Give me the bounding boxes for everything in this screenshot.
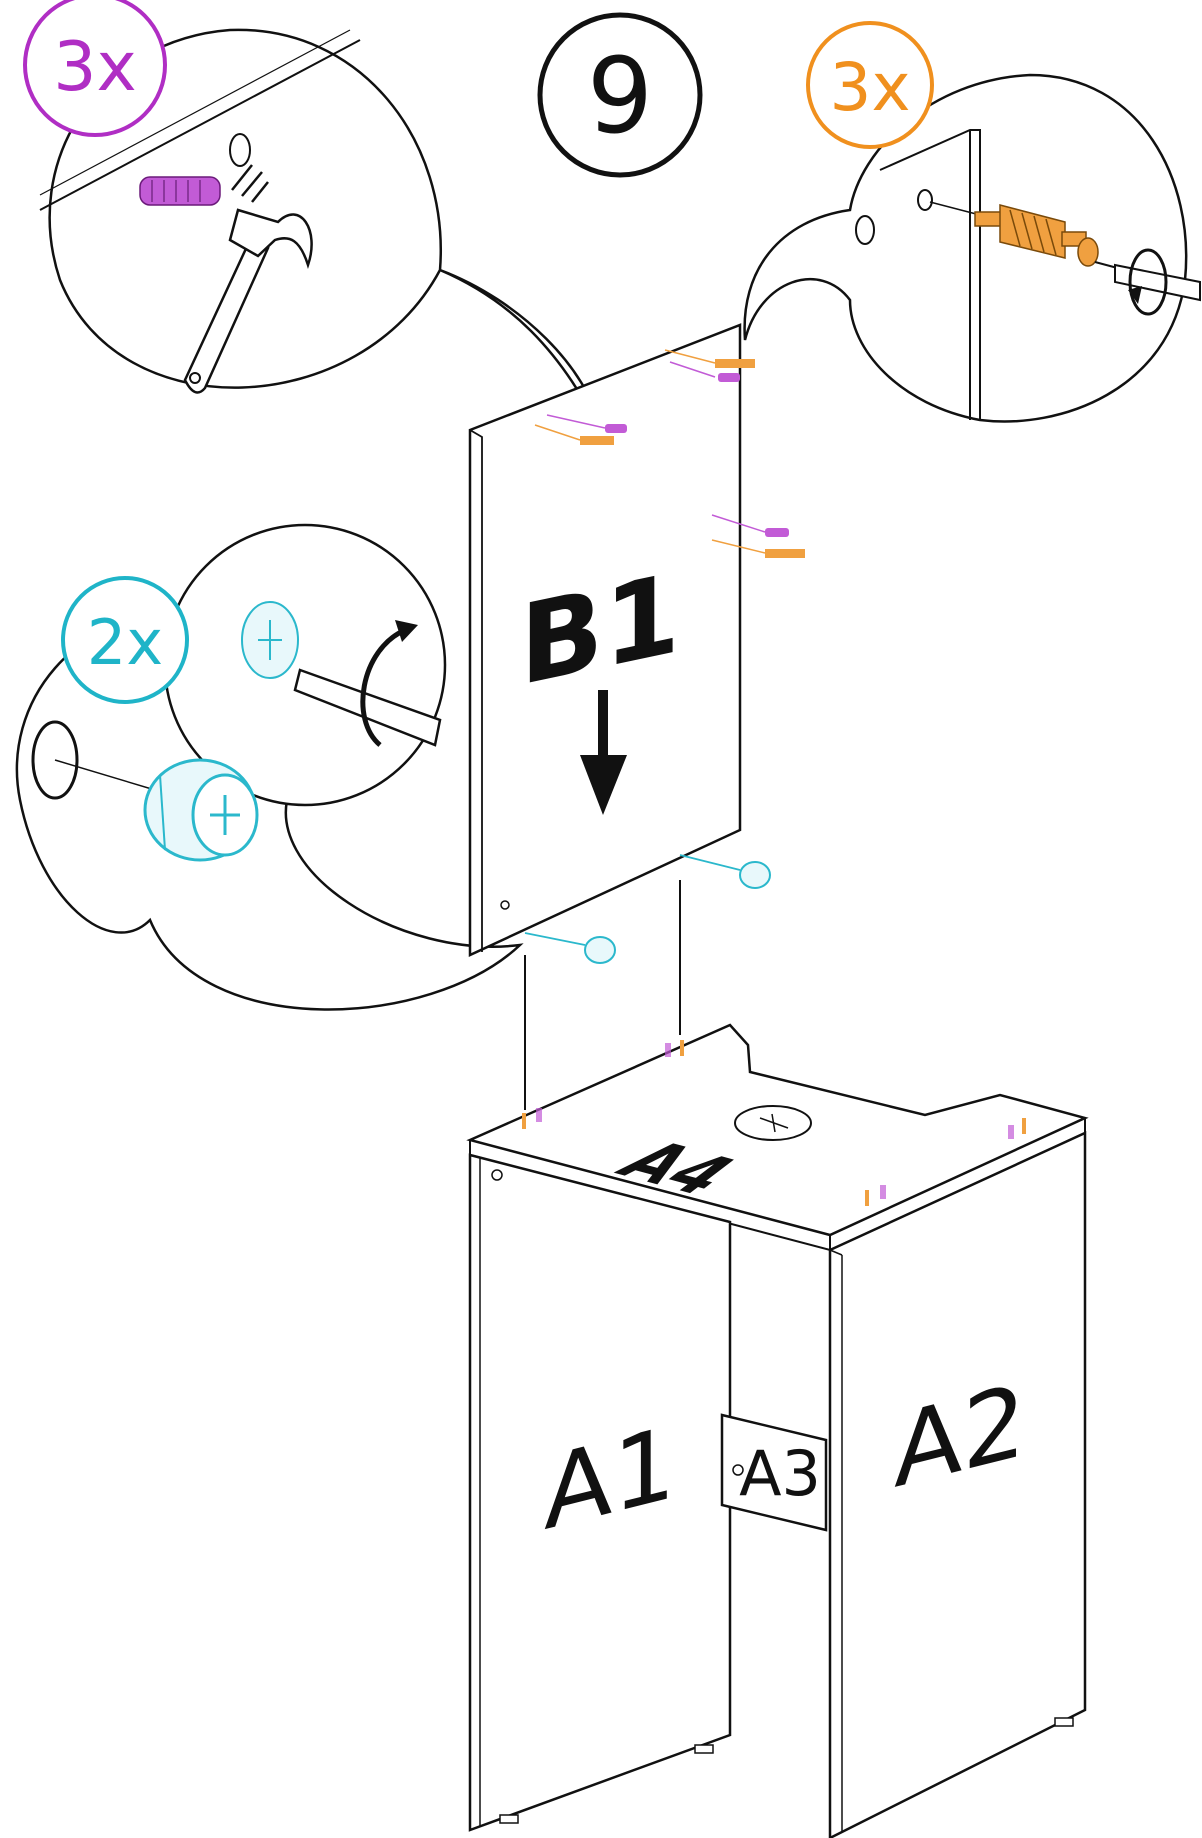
- down-arrow-icon: [580, 690, 627, 815]
- panel-a3-label: A3: [739, 1437, 821, 1510]
- step-number: 9: [587, 35, 653, 157]
- panel-b1: B1: [468, 323, 805, 1110]
- rotate-arrow-icon: [1128, 248, 1168, 316]
- cam-lock-icon: [143, 758, 259, 862]
- b1-top-hardware: [534, 349, 805, 558]
- dowel-icon: [139, 176, 221, 206]
- a4-top-hardware: [491, 1040, 1026, 1206]
- bolt-qty: 3x: [829, 49, 910, 126]
- step-badge: 9: [537, 12, 703, 178]
- bolt-callout: 3x: [743, 21, 1201, 423]
- hammer-icon: [183, 208, 313, 394]
- cam-qty: 2x: [87, 606, 163, 679]
- b1-bottom-cams: [500, 854, 771, 964]
- bolt-icon: [974, 204, 1099, 267]
- panel-a1: [468, 1153, 732, 1832]
- base-feet: [499, 1717, 1074, 1824]
- dowel-qty: 3x: [53, 28, 137, 107]
- panel-a3: [720, 1413, 828, 1532]
- cam-callout: 2x: [15, 523, 524, 1011]
- base-unit: A4 A1 A3 A2: [466, 1023, 1089, 1838]
- cam-top-icon: [241, 601, 442, 747]
- screwdriver-icon: [1094, 261, 1201, 302]
- dowel-callout: 3x: [23, 0, 602, 431]
- rotate-arrow-icon: [360, 620, 418, 747]
- panel-a2: [828, 1131, 1087, 1838]
